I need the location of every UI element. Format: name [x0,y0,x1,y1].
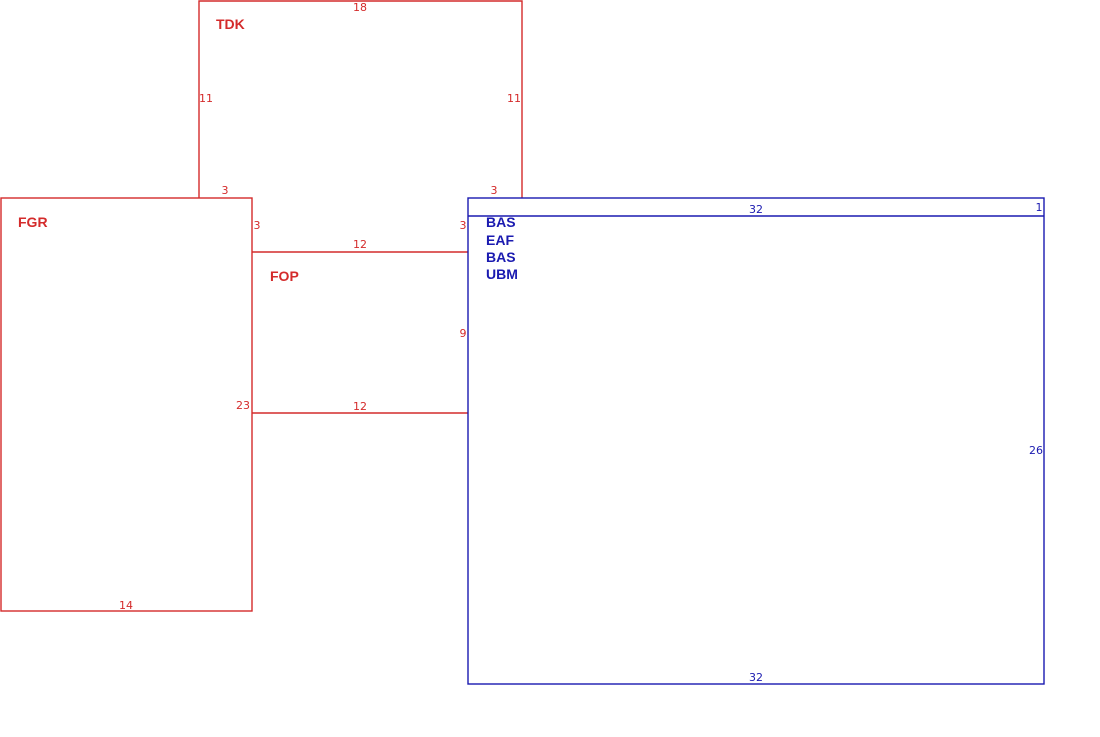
fop-left-top-dimension: 3 [460,219,467,232]
blue-area-label-4: UBM [486,266,518,282]
fop-right-dimension: 9 [460,327,467,340]
fgr-right-top-dimension: 3 [254,219,261,232]
zone-blue-area: 32 1 26 32 BAS EAF BAS UBM [467,197,1045,685]
tdk-right-dimension: 11 [507,92,521,105]
fop-label: FOP [270,268,299,284]
tdk-bottom-right-dimension: 3 [491,184,498,197]
blue-area-right-dimension: 26 [1029,444,1043,457]
fop-top-dimension: 12 [353,238,367,251]
fgr-bottom-dimension: 14 [119,599,133,612]
tdk-label: TDK [216,16,245,32]
blue-area-label-3: BAS [486,249,516,265]
tdk-top-dimension: 18 [353,1,367,14]
blue-area-bottom-dimension: 32 [749,671,763,684]
zone-fop: FOP 12 3 9 12 [252,219,468,414]
blue-area-outline [467,197,1045,685]
fgr-right-dimension: 23 [236,399,250,412]
fgr-outline [0,197,253,612]
blue-area-strip-dimension: 1 [1036,201,1043,214]
tdk-bottom-left-dimension: 3 [222,184,229,197]
fop-bottom-dimension: 12 [353,400,367,413]
fgr-label: FGR [18,214,48,230]
blue-area-label-2: EAF [486,232,514,248]
blue-area-label-1: BAS [486,214,516,230]
tdk-outline [198,0,523,198]
blue-area-top-dimension: 32 [749,203,763,216]
tdk-left-dimension: 11 [199,92,213,105]
zone-tdk: TDK 18 11 11 3 3 [198,0,523,198]
zone-fgr: FGR 3 23 14 [0,197,261,612]
